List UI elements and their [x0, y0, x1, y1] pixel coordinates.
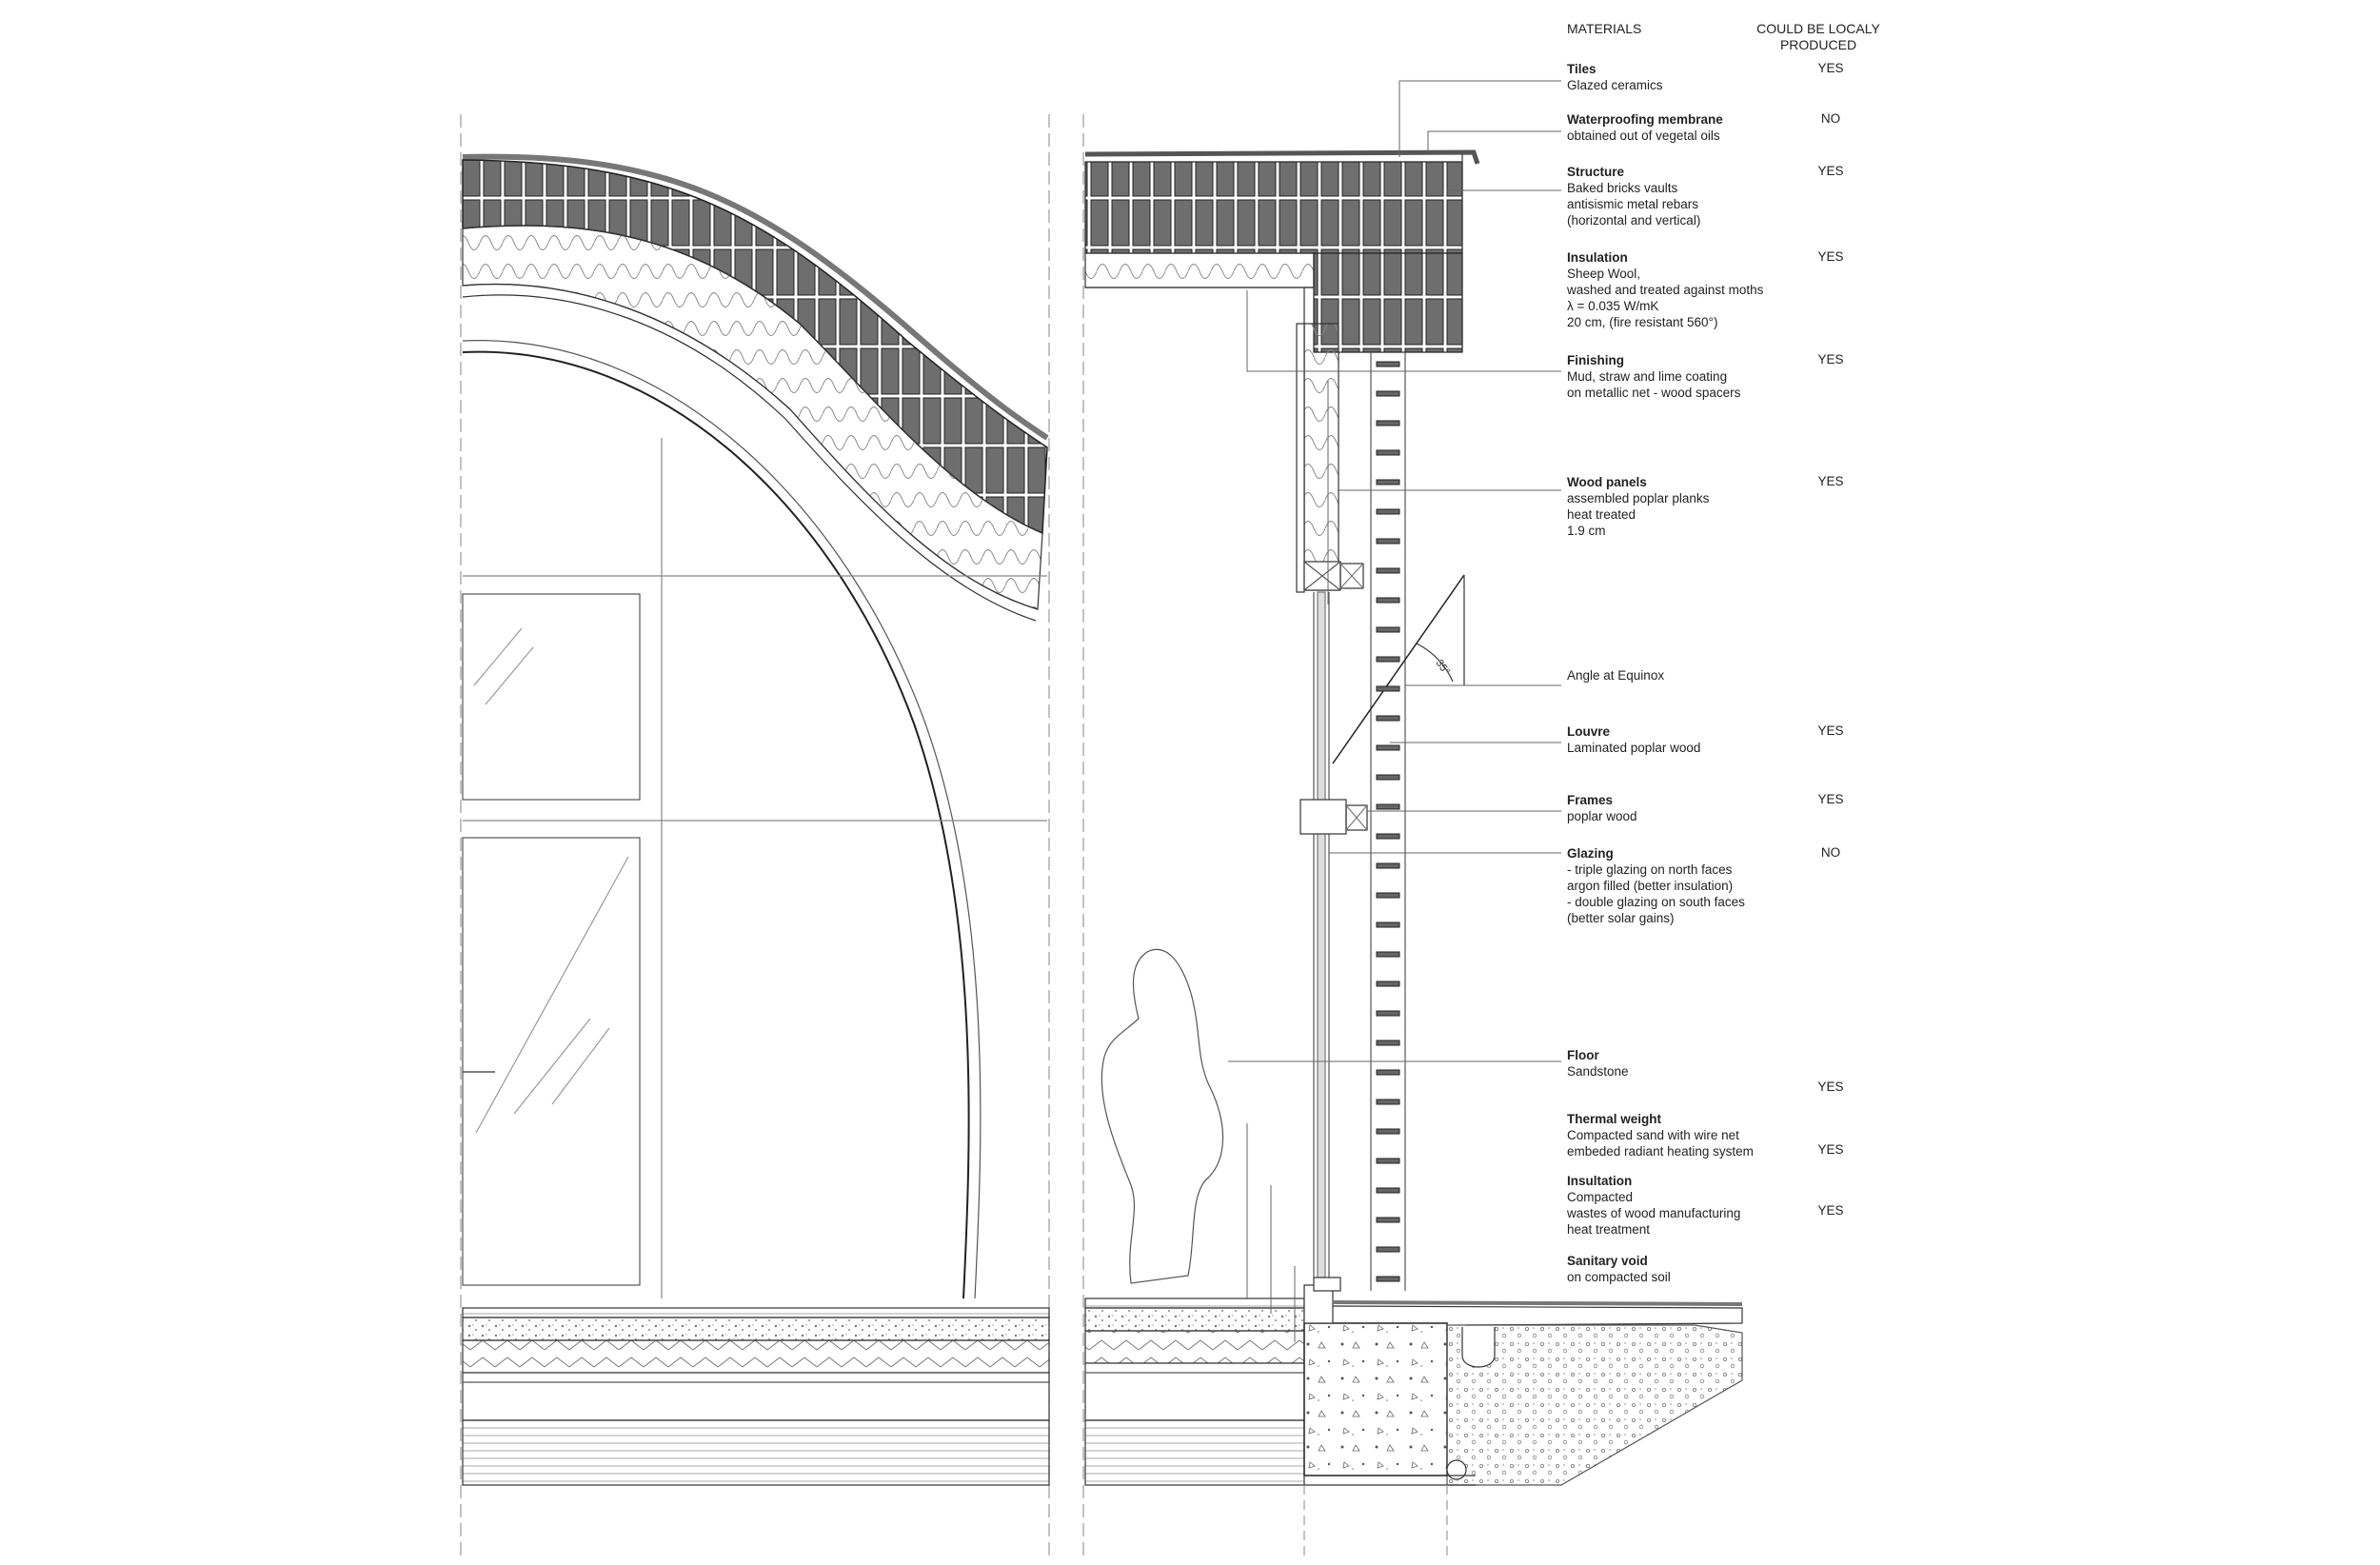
material-description: Mud, straw and lime coating on metallic … — [1567, 369, 1741, 400]
material-title: Insultation — [1567, 1174, 1633, 1188]
local-header-line1: COULD BE LOCALY — [1756, 21, 1880, 36]
material-description: Baked bricks vaults antisismic metal reb… — [1567, 181, 1701, 228]
louvre-slat — [1376, 1069, 1400, 1076]
local-production-flag: YES — [1817, 164, 1844, 178]
louvre-slat — [1376, 1158, 1400, 1164]
material-title: Frames — [1567, 793, 1614, 807]
louvre-slat — [1376, 420, 1400, 426]
local-production-flag: YES — [1817, 723, 1844, 738]
material-description: assembled poplar planks heat treated 1.9… — [1567, 491, 1710, 538]
louvre-slat — [1376, 951, 1400, 958]
louvre-slat — [1376, 1099, 1400, 1105]
material-title: Waterproofing membrane — [1567, 112, 1723, 127]
louvre-slat — [1376, 1040, 1400, 1046]
local-production-flag: YES — [1817, 1142, 1844, 1157]
material-description: on compacted soil — [1567, 1270, 1671, 1284]
local-production-flag: NO — [1820, 111, 1841, 126]
louvre-slat — [1376, 656, 1400, 663]
local-production-flag: YES — [1817, 352, 1844, 366]
louvre-slat — [1376, 567, 1400, 574]
louvre-slat — [1376, 744, 1400, 751]
local-production-flag: YES — [1817, 474, 1844, 488]
material-description: obtained out of vegetal oils — [1567, 129, 1720, 143]
louvre-slat — [1376, 1128, 1400, 1135]
material-item: Glazing- triple glazing on north faces a… — [1567, 845, 1834, 926]
material-item: Sanitary void on compacted soil — [1567, 1253, 1834, 1285]
material-title: Sanitary void — [1567, 1254, 1648, 1268]
local-header-line2: PRODUCED — [1779, 37, 1857, 52]
right-section — [1082, 114, 1743, 1561]
louvre-slat — [1376, 538, 1400, 545]
louvre-slat — [1376, 892, 1400, 899]
material-title: Louvre — [1567, 724, 1611, 739]
louvre-slat — [1376, 921, 1400, 928]
louvre-slat — [1376, 685, 1400, 692]
louvre-slat — [1376, 1187, 1400, 1194]
louvre-slat — [1376, 715, 1400, 722]
material-description: Laminated poplar wood — [1567, 741, 1701, 755]
louvre-slat — [1376, 390, 1400, 397]
material-title: Insulation — [1567, 250, 1628, 265]
angle-label: Angle at Equinox — [1567, 668, 1665, 683]
material-title: Thermal weight — [1567, 1112, 1662, 1126]
leader-lines — [1228, 80, 1561, 1342]
material-item: Frames poplar wood — [1567, 792, 1834, 824]
louvre-slat — [1376, 1217, 1400, 1223]
material-title: Structure — [1567, 165, 1625, 179]
louvre-slat — [1376, 479, 1400, 485]
louvre-slat — [1376, 361, 1400, 367]
material-description: Compacted sand with wire net embeded rad… — [1567, 1128, 1754, 1159]
louvre-slat — [1376, 1276, 1400, 1282]
material-description: Compacted wastes of wood manufacturing h… — [1567, 1190, 1741, 1237]
local-production-flag: YES — [1817, 1203, 1844, 1218]
louvre-slat — [1376, 1010, 1400, 1017]
material-title: Floor — [1567, 1048, 1599, 1062]
louvre-slats — [1376, 361, 1400, 1282]
louvre-slat — [1376, 449, 1400, 456]
material-item: Waterproofing membrane obtained out of ve… — [1567, 111, 1834, 144]
left-elevation — [460, 114, 1050, 1561]
louvre-slat — [1376, 833, 1400, 840]
louvre-slat — [1376, 981, 1400, 987]
louvre-slat — [1376, 803, 1400, 810]
material-description: Sheep Wool, washed and treated against m… — [1567, 267, 1764, 329]
louvre-slat — [1376, 1246, 1400, 1253]
local-production-flag: YES — [1817, 1080, 1844, 1094]
material-description: poplar wood — [1567, 809, 1637, 823]
local-production-flag: YES — [1817, 249, 1844, 264]
material-title: Glazing — [1567, 846, 1614, 861]
louvre-slat — [1376, 597, 1400, 604]
local-production-flag: NO — [1820, 845, 1841, 860]
louvre-slat — [1376, 626, 1400, 633]
material-title: Wood panels — [1567, 475, 1647, 489]
local-production-flag: YES — [1817, 792, 1844, 806]
louvre-slat — [1376, 508, 1400, 515]
material-title: Finishing — [1567, 353, 1624, 367]
material-description: Sandstone — [1567, 1064, 1629, 1079]
material-description: Glazed ceramics — [1567, 78, 1663, 92]
material-description: - triple glazing on north faces argon fi… — [1567, 862, 1745, 925]
louvre-slat — [1376, 862, 1400, 869]
material-title: Tiles — [1567, 62, 1597, 76]
materials-header: MATERIALS — [1567, 21, 1642, 36]
local-production-header: COULD BE LOCALY PRODUCED — [1733, 21, 1904, 53]
louvre-slat — [1376, 774, 1400, 781]
local-production-flag: YES — [1817, 61, 1844, 75]
material-item: Wood panels assembled poplar planks heat … — [1567, 474, 1834, 539]
